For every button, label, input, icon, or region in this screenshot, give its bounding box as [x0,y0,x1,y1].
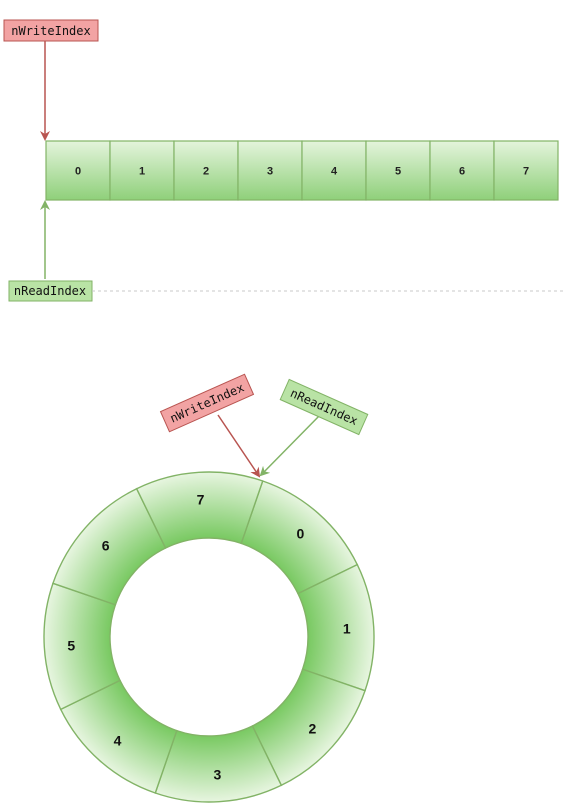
ring-segment [135,471,264,549]
linear-cell-label: 7 [523,166,529,178]
ring-segment-label: 7 [197,491,205,507]
ring-segment-label: 5 [67,637,75,653]
linear-write-label-box [3,19,99,42]
ring-read-arrow [259,412,323,477]
ring-segment-label: 4 [114,732,122,748]
ring-segment-label: 1 [343,621,351,637]
ring-write-label-group: nWriteIndex [159,373,255,433]
ring-segment-label: 0 [297,526,305,542]
ring-segment-label: 3 [214,767,222,783]
linear-cell [45,140,111,201]
linear-cell-label: 2 [203,166,209,178]
linear-read-label: nReadIndex [14,284,86,298]
linear-cell-label: 1 [139,166,145,178]
linear-cell-label: 4 [331,166,338,178]
ring-segment-label: 2 [308,720,316,736]
ring-read-label-group: nReadIndex [279,378,369,436]
ring-segments: 0 1 2 3 4 5 6 7 [43,471,375,803]
linear-cell [365,140,431,201]
linear-cell-label: 3 [267,166,273,178]
ring-write-arrow [217,414,261,478]
linear-buffer: nWriteIndex 0 1 2 3 4 5 6 7 nReadIndex [3,19,559,302]
ring-segment-label: 6 [102,538,110,554]
linear-cell-label: 6 [459,166,465,178]
linear-cells: 0 1 2 3 4 5 6 7 [45,140,559,201]
linear-cell-label: 5 [395,166,401,178]
linear-cell [493,140,559,201]
ring-write-label-box [159,373,255,433]
linear-cell [173,140,239,201]
linear-cell-label: 0 [75,166,81,178]
linear-cell [109,140,175,201]
ring-read-label-box [279,378,369,436]
linear-cell [237,140,303,201]
ring-buffer: 0 1 2 3 4 5 6 7 nWriteIndex nReadIndex [43,373,375,803]
linear-write-label: nWriteIndex [11,24,90,38]
